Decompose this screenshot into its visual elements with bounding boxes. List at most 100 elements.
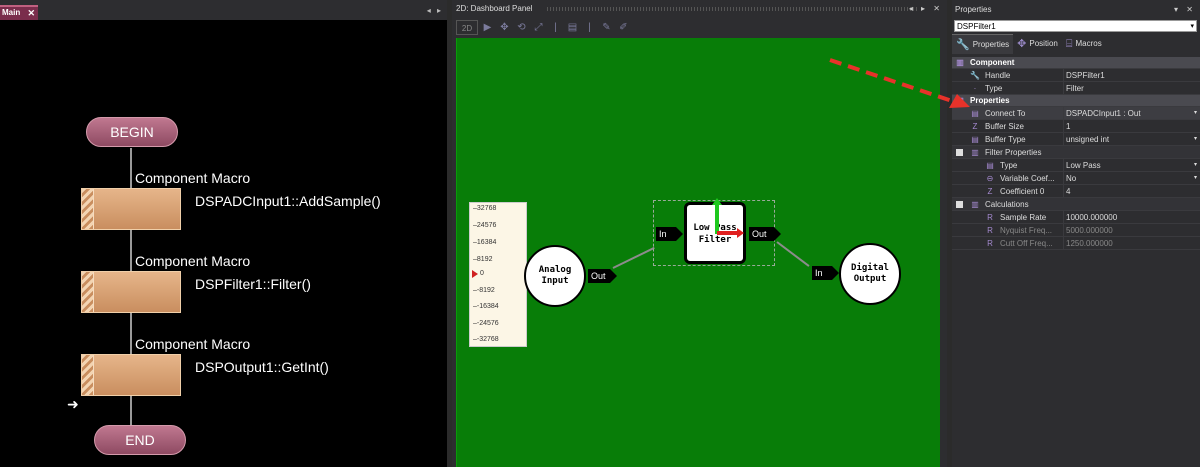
move-x-axis-icon[interactable]: [717, 228, 744, 238]
panel-controls-icon[interactable]: ◂ ▸ ✕: [908, 4, 943, 13]
section-label: Properties: [970, 96, 1010, 105]
wrench-icon: 🔧: [956, 38, 970, 51]
panel-controls-icon[interactable]: ▾ ✕: [1174, 5, 1196, 14]
property-row-buffer-type[interactable]: ▤ Buffer Type unsigned int▾: [952, 133, 1200, 146]
meter-tick: –-24576: [473, 320, 499, 327]
meter-tick: –-8192: [473, 287, 495, 294]
component-selector[interactable]: DSPFilter1 ▾: [954, 20, 1197, 32]
property-row-nyquist: R Nyquist Freq... 5000.000000: [952, 224, 1200, 237]
section-calculations[interactable]: ▥ Calculations: [952, 198, 1200, 211]
dashboard-title: 2D: Dashboard Panel: [456, 4, 533, 13]
dots-icon: ·: [973, 84, 977, 93]
probe-icon[interactable]: ✎: [602, 21, 611, 33]
tab-main[interactable]: Main ✕: [0, 5, 38, 20]
property-value-text: Low Pass: [1066, 161, 1101, 170]
macro-block-getint[interactable]: [81, 354, 181, 396]
analog-input-meter[interactable]: –32768 –24576 –16384 –8192 0 –-8192 –-16…: [469, 202, 527, 347]
wire-filter-to-digital: [776, 241, 810, 267]
property-row-variable-coef[interactable]: ⊖ Variable Coef... No▾: [952, 172, 1200, 185]
tab-label: Macros: [1075, 39, 1102, 48]
property-value-text: No: [1066, 174, 1077, 183]
end-terminal[interactable]: END: [94, 425, 186, 455]
dashboard-canvas[interactable]: –32768 –24576 –16384 –8192 0 –-8192 –-16…: [456, 38, 940, 467]
property-row-type[interactable]: · Type Filter: [952, 82, 1200, 95]
property-name: Buffer Type: [985, 135, 1026, 144]
list-icon: ▤: [986, 161, 994, 170]
titlebar-grip: [547, 7, 919, 11]
panel-icon[interactable]: ▤: [567, 21, 578, 33]
property-grid: ▥ Component 🔧 Handle DSPFilter1 · Type F…: [952, 57, 1200, 250]
property-row-connect-to[interactable]: ▤ Connect To DSPADCInput1 : Out▾: [952, 107, 1200, 120]
property-value[interactable]: unsigned int▾: [1063, 133, 1200, 146]
begin-terminal[interactable]: BEGIN: [86, 117, 178, 147]
tab-properties[interactable]: 🔧 Properties: [952, 34, 1014, 54]
section-component[interactable]: ▥ Component: [952, 57, 1200, 69]
tab-position[interactable]: ✥ Position: [1013, 34, 1062, 54]
filter-in-port[interactable]: In: [656, 227, 683, 241]
property-row-buffer-size[interactable]: Z Buffer Size 1: [952, 120, 1200, 133]
view-2d-button[interactable]: 2D: [456, 19, 478, 35]
meter-tick: –32768: [473, 205, 497, 212]
filter-section-icon: ▥: [971, 148, 979, 157]
digital-in-port[interactable]: In: [812, 266, 839, 280]
property-name: Cutt Off Freq...: [1000, 239, 1053, 248]
property-row-handle[interactable]: 🔧 Handle DSPFilter1: [952, 69, 1200, 82]
property-row-coefficient0[interactable]: Z Coefficient 0 4: [952, 185, 1200, 198]
macro-icon: ⌸: [1065, 38, 1073, 50]
collapse-icon[interactable]: [956, 149, 963, 156]
tab-main-label: Main: [2, 8, 21, 17]
macro-title: Component Macro: [135, 253, 251, 269]
list-icon: ▤: [971, 135, 979, 144]
list-icon: ▤: [971, 109, 979, 118]
section-filter-properties[interactable]: ▥ Filter Properties: [952, 146, 1200, 159]
property-value[interactable]: 4: [1063, 185, 1200, 198]
pointer-icon[interactable]: ▶: [483, 21, 492, 33]
macro-block-filter[interactable]: [81, 271, 181, 313]
property-row-sample-rate[interactable]: R Sample Rate 10000.000000: [952, 211, 1200, 224]
collapse-icon[interactable]: [956, 201, 963, 208]
chevron-down-icon[interactable]: ▾: [1193, 175, 1197, 181]
macro-title: Component Macro: [135, 170, 251, 186]
property-value[interactable]: DSPADCInput1 : Out▾: [1063, 107, 1200, 120]
property-row-filter-type[interactable]: ▤ Type Low Pass▾: [952, 159, 1200, 172]
move-y-axis-icon[interactable]: [712, 198, 722, 234]
section-properties[interactable]: ▥ Properties: [952, 95, 1200, 107]
tab-scroll-arrows-icon[interactable]: ◂ ▸: [426, 6, 443, 15]
property-name: Nyquist Freq...: [1000, 226, 1053, 235]
section-label: Filter Properties: [985, 148, 1042, 157]
analog-out-port[interactable]: Out: [588, 269, 617, 283]
insert-arrow-icon: ➜: [67, 396, 79, 412]
properties-panel: Properties ▾ ✕ DSPFilter1 ▾ 🔧 Properties…: [952, 0, 1200, 467]
meter-pointer-icon[interactable]: [472, 270, 478, 278]
filter-label: Low Pass Filter: [693, 223, 737, 245]
flowchart-canvas[interactable]: BEGIN Component Macro DSPADCInput1::AddS…: [0, 20, 447, 467]
digital-output-node[interactable]: Digital Output: [839, 243, 901, 305]
chevron-down-icon[interactable]: ▾: [1193, 110, 1197, 116]
property-value[interactable]: 10000.000000: [1063, 211, 1200, 224]
chevron-down-icon[interactable]: ▾: [1193, 136, 1197, 142]
property-value[interactable]: No ▾: [1063, 172, 1200, 185]
pan-icon[interactable]: ✥: [500, 21, 509, 33]
property-value[interactable]: 1: [1063, 120, 1200, 133]
rotate-icon[interactable]: ⟲: [517, 21, 526, 33]
probe2-icon[interactable]: ✐: [619, 21, 628, 33]
dashboard-panel: 2D: Dashboard Panel ◂ ▸ ✕ 2D ▶ ✥ ⟲ ⤢ | ▤…: [452, 0, 947, 467]
filter-out-port[interactable]: Out: [749, 227, 781, 241]
macro-stripe: [82, 272, 94, 312]
integer-icon: Z: [972, 122, 978, 131]
chevron-down-icon[interactable]: ▾: [1190, 23, 1194, 30]
wrench-icon: 🔧: [970, 71, 980, 80]
macro-block-addsample[interactable]: [81, 188, 181, 230]
property-value[interactable]: Low Pass ▾: [1063, 159, 1200, 172]
integer-icon: Z: [987, 187, 993, 196]
zoom-fit-icon[interactable]: ⤢: [534, 21, 543, 33]
chevron-down-icon[interactable]: ▾: [1193, 162, 1197, 168]
property-value[interactable]: DSPFilter1: [1063, 69, 1200, 82]
close-icon[interactable]: ✕: [27, 8, 35, 18]
section-label: Calculations: [985, 200, 1029, 209]
tab-macros[interactable]: ⌸ Macros: [1062, 34, 1106, 54]
meter-tick: –8192: [473, 256, 493, 263]
boolean-icon: ⊖: [986, 174, 994, 183]
analog-input-node[interactable]: Analog Input: [524, 245, 586, 307]
property-name: Type: [985, 84, 1003, 93]
